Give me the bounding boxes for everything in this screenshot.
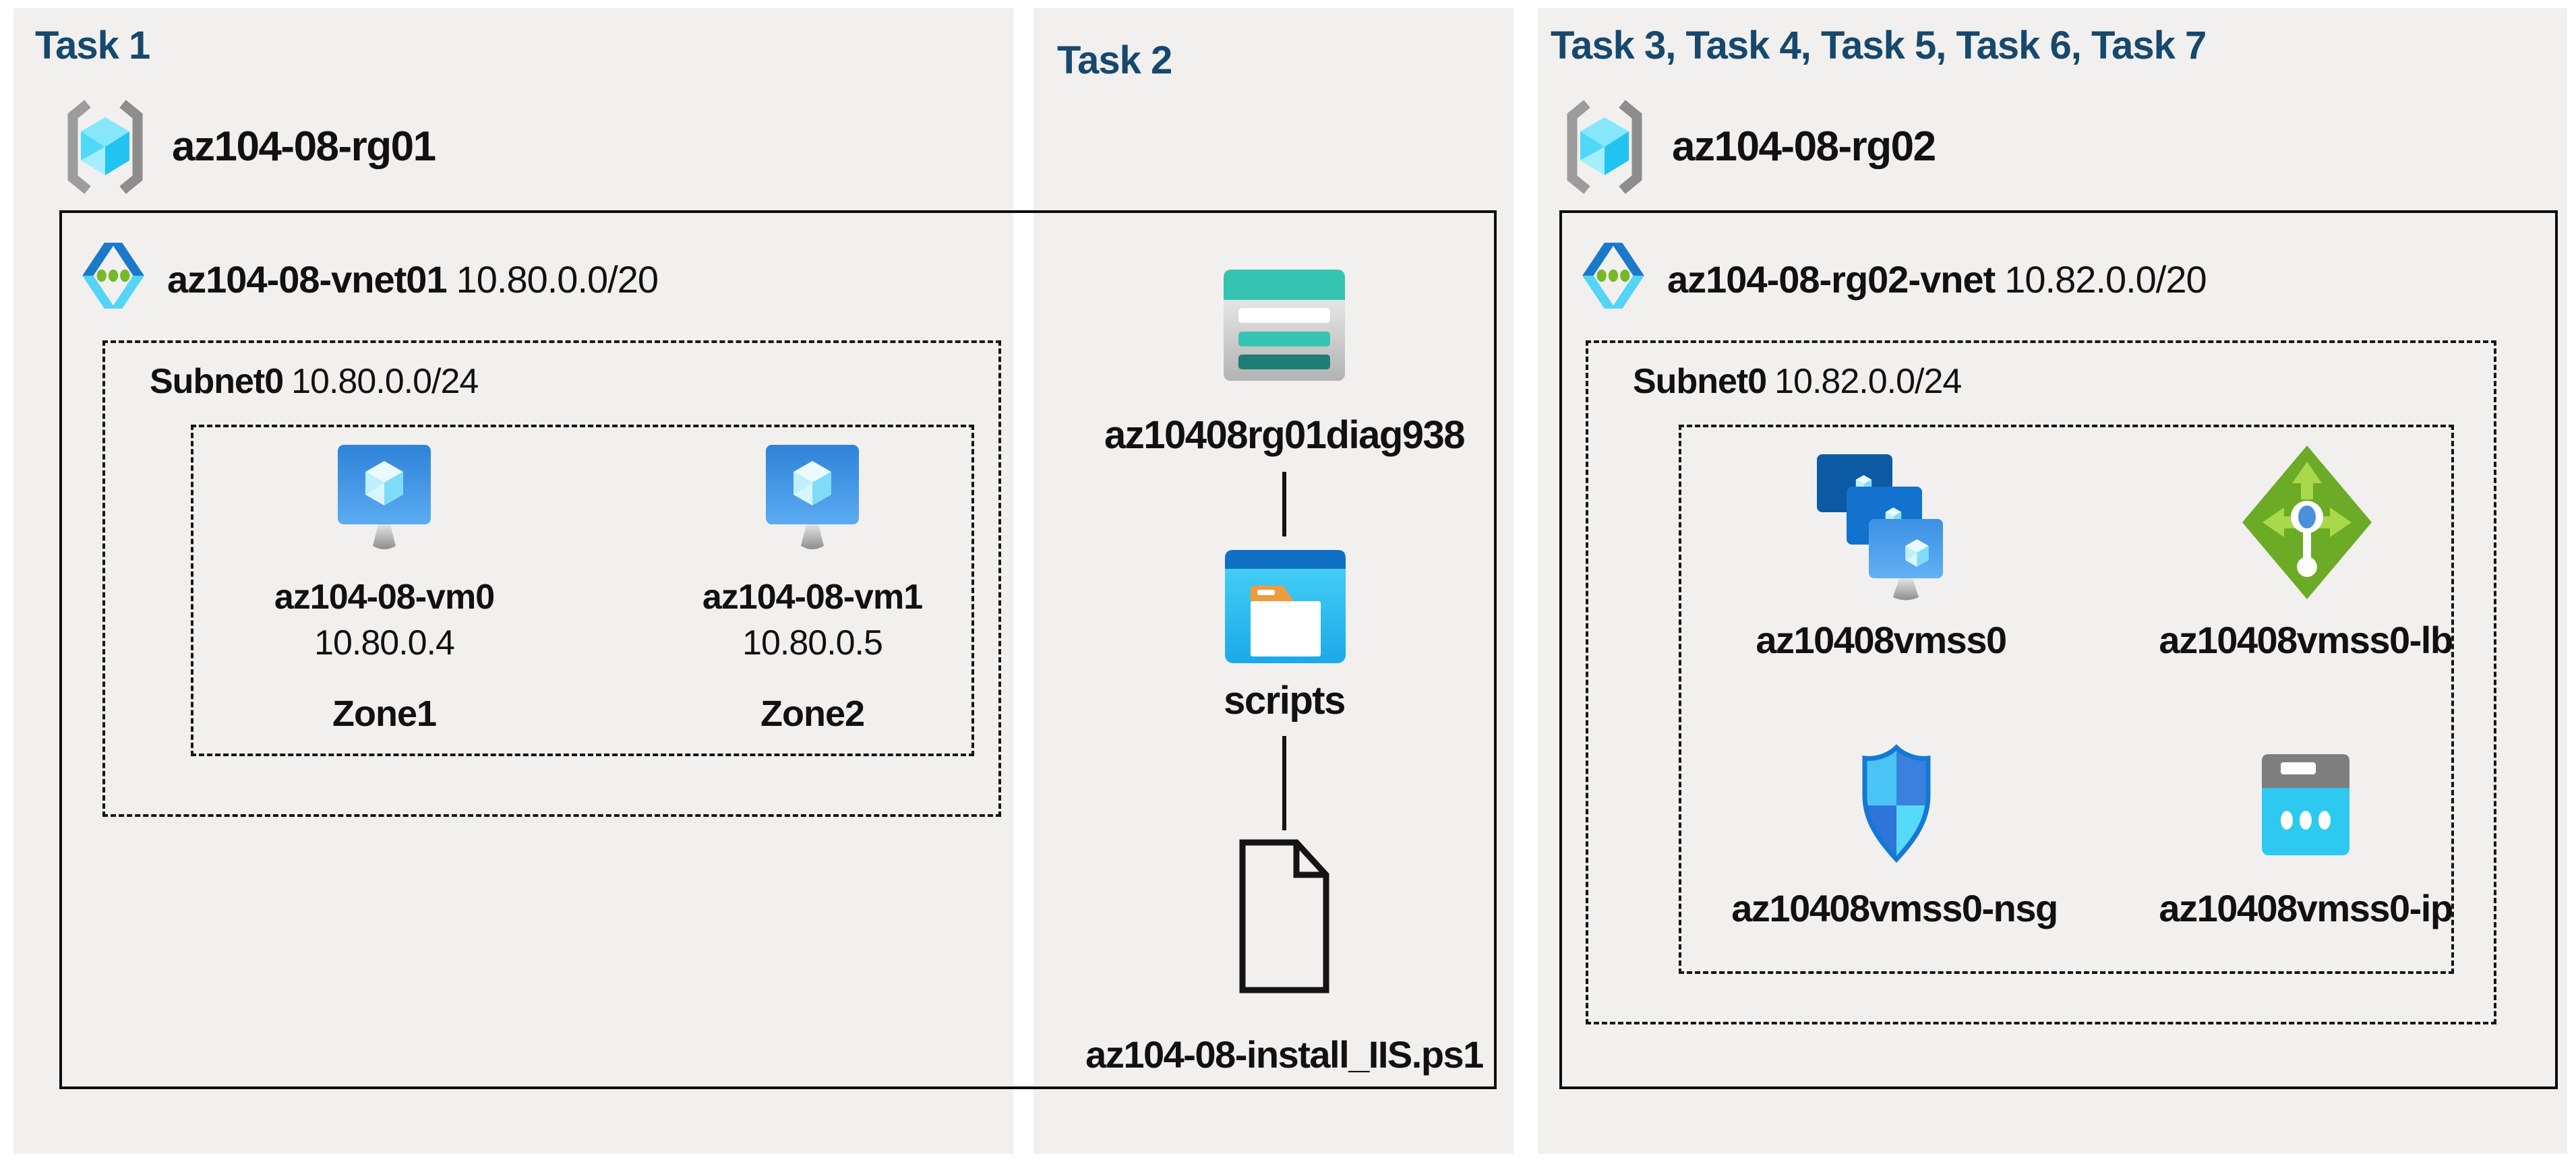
- virtual-network-icon: [82, 243, 144, 309]
- task1-header: Task 1: [35, 24, 150, 67]
- load-balancer-icon: [2242, 446, 2372, 599]
- vmss-zone-box: [1679, 425, 2454, 974]
- subnet1-box: [102, 340, 1001, 817]
- vnet1-name: az104-08-vnet01: [167, 258, 448, 301]
- network-security-group-icon: [1862, 744, 1931, 863]
- task1-panel: [13, 8, 1013, 1154]
- vm-scale-set-icon: [1817, 454, 1943, 601]
- subnet2-name: Subnet0: [1633, 362, 1767, 401]
- public-ip-icon: [2262, 754, 2349, 855]
- task3-panel: [1538, 8, 2567, 1154]
- subnet2-cidr: 10.82.0.0/24: [1774, 362, 1962, 401]
- public-ip-label: az10408vmss0-ip: [2159, 887, 2453, 929]
- subnet1-name: Subnet0: [150, 362, 284, 401]
- resource-group-icon: [1567, 100, 1642, 194]
- script-file-icon: [1239, 839, 1329, 993]
- subnet2-box: [1586, 340, 2496, 1024]
- vm-name: az104-08-vm1: [702, 578, 923, 617]
- connector-line: [1282, 472, 1286, 536]
- storage-account-icon: [1224, 270, 1345, 381]
- virtual-machine-icon: [338, 445, 431, 549]
- vnet1-cidr: 10.80.0.0/20: [456, 258, 659, 301]
- storage-account-label: az10408rg01diag938: [1104, 413, 1466, 457]
- resource-group-label: az104-08-rg02: [1672, 123, 1936, 170]
- script-file-label: az104-08-install_IIS.ps1: [1085, 1033, 1484, 1076]
- vm-ip: 10.80.0.5: [742, 623, 883, 663]
- vm-zone: Zone1: [332, 694, 437, 734]
- vnet2-cidr: 10.82.0.0/20: [2004, 258, 2207, 301]
- vnet2-box: [1559, 210, 2558, 1089]
- nsg-label: az10408vmss0-nsg: [1731, 887, 2058, 929]
- connector-line: [1282, 736, 1286, 830]
- vnet1-box: [59, 210, 1497, 1089]
- load-balancer-label: az10408vmss0-lb: [2159, 619, 2453, 661]
- vnet2-name: az104-08-rg02-vnet: [1667, 258, 1996, 301]
- subnet1-cidr: 10.80.0.0/24: [291, 362, 479, 401]
- vm-ip: 10.80.0.4: [314, 623, 455, 663]
- resource-group-label: az104-08-rg01: [172, 123, 436, 170]
- virtual-network-icon: [1582, 243, 1644, 309]
- resource-group-icon: [67, 100, 143, 194]
- task3-header: Task 3, Task 4, Task 5, Task 6, Task 7: [1551, 24, 2207, 67]
- vm-zone: Zone2: [760, 694, 865, 734]
- blob-container-label: scripts: [1224, 679, 1346, 723]
- virtual-machine-icon: [766, 445, 859, 549]
- vm-name: az104-08-vm0: [274, 578, 495, 617]
- task2-header: Task 2: [1057, 38, 1172, 82]
- blob-container-icon: [1225, 550, 1346, 663]
- vmss-label: az10408vmss0: [1756, 619, 2007, 661]
- vm-zone-box: [191, 425, 974, 756]
